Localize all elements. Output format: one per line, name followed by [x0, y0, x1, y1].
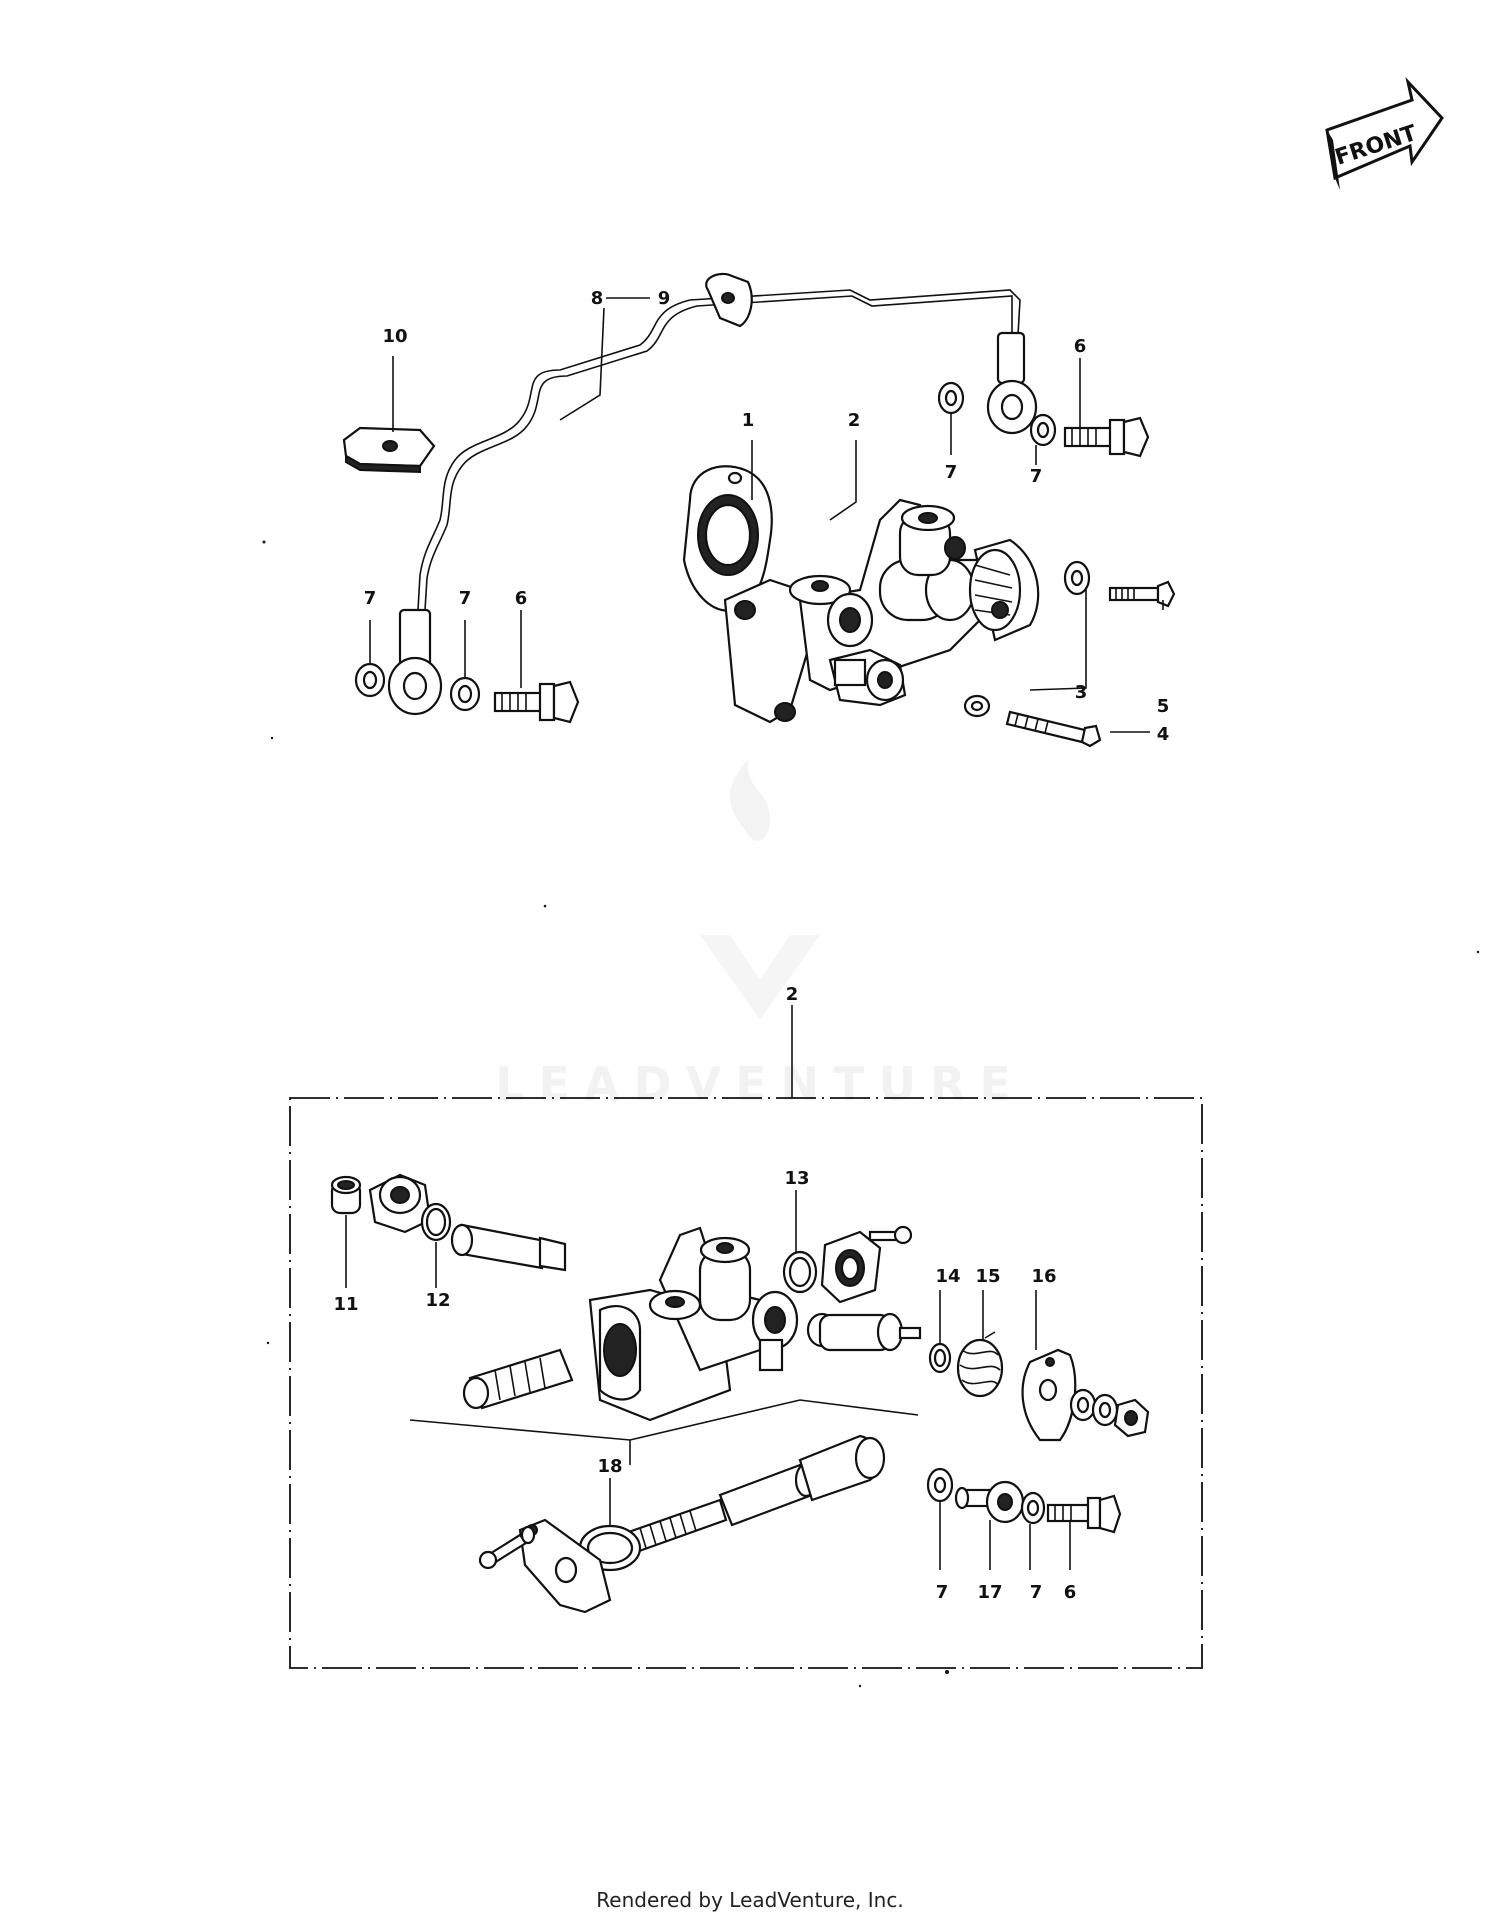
- watermark-logo: LEADVENTURE: [495, 760, 1025, 1111]
- callout-15: 15: [975, 1266, 1000, 1287]
- nut: [1113, 1398, 1150, 1438]
- callout-7: 7: [936, 1582, 949, 1603]
- callout-12: 12: [425, 1290, 450, 1311]
- callout-17: 17: [977, 1582, 1002, 1603]
- callout-6: 6: [1064, 1582, 1077, 1603]
- callout-3: 3: [1075, 682, 1088, 703]
- callout-18: 18: [597, 1456, 622, 1477]
- banjo-bolt: [1046, 1494, 1122, 1534]
- screw: [1108, 580, 1176, 608]
- callout-8: 8: [591, 288, 604, 309]
- footer-credit: Rendered by LeadVenture, Inc.: [0, 1888, 1500, 1912]
- exploded-view-frame: [289, 1097, 1203, 1669]
- callout-6: 6: [515, 588, 528, 609]
- callout-9: 9: [658, 288, 671, 309]
- callout-6: 6: [1074, 336, 1087, 357]
- callout-5: 5: [1157, 696, 1170, 717]
- callout-7: 7: [1030, 1582, 1043, 1603]
- pump-shaft: [450, 1223, 567, 1272]
- callout-1: 1: [742, 410, 755, 431]
- screw: [868, 1225, 913, 1245]
- gear-shaft: [618, 1434, 886, 1557]
- return-spring: [956, 1331, 1004, 1398]
- screw: [478, 1525, 536, 1570]
- callout-7: 7: [459, 588, 472, 609]
- oil-pump-body: [588, 1226, 799, 1422]
- banjo-bolt: [493, 680, 580, 724]
- banjo-fitting-left: [387, 608, 443, 716]
- callout-4: 4: [1157, 724, 1170, 745]
- oil-pipe: [417, 289, 1021, 611]
- pipe-clamp-plate: [342, 426, 436, 474]
- callout-11: 11: [333, 1294, 358, 1315]
- pump-cap: [368, 1173, 432, 1234]
- callout-16: 16: [1031, 1266, 1056, 1287]
- callout-14: 14: [935, 1266, 960, 1287]
- flange-plate: [820, 1230, 882, 1304]
- callout-7: 7: [945, 462, 958, 483]
- oil-pump-assembly: [723, 498, 1040, 724]
- cover-plate: [518, 1518, 612, 1614]
- callout-7: 7: [1030, 466, 1043, 487]
- watermark-text: LEADVENTURE: [495, 1057, 1025, 1111]
- front-arrow-icon: FRONT: [1325, 77, 1444, 190]
- banjo-bolt: [1063, 416, 1150, 458]
- callout-10: 10: [382, 326, 407, 347]
- bushing: [330, 1175, 362, 1215]
- callout-2: 2: [848, 410, 861, 431]
- callout-7: 7: [364, 588, 377, 609]
- screw: [1005, 710, 1102, 748]
- callout-13: 13: [784, 1168, 809, 1189]
- banjo-union: [954, 1480, 1025, 1524]
- callout-2: 2: [786, 984, 799, 1005]
- footer-text: Rendered by LeadVenture, Inc.: [596, 1888, 904, 1912]
- plunger: [806, 1312, 922, 1352]
- banjo-fitting-upper-right: [986, 331, 1038, 435]
- pump-piston: [462, 1348, 574, 1410]
- adjusting-pulley: [1021, 1348, 1077, 1442]
- pump-gasket: [682, 465, 773, 612]
